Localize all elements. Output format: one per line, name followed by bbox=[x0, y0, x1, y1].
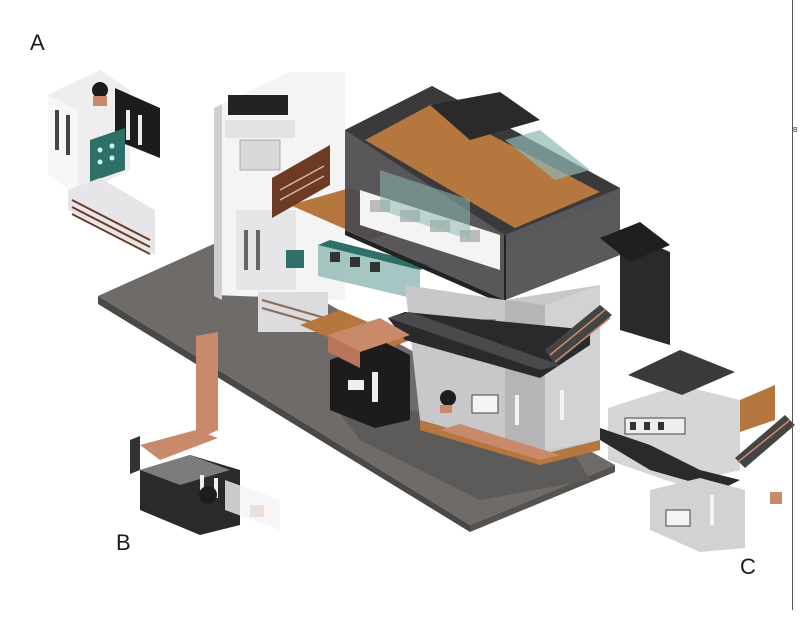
detail-label-c: C bbox=[740, 554, 756, 579]
staircase bbox=[545, 305, 612, 365]
detail-label-a: A bbox=[30, 30, 45, 55]
detail-b bbox=[130, 332, 280, 535]
detail-a bbox=[48, 70, 160, 255]
detail-label-b: B bbox=[116, 530, 131, 555]
page-edge-divider bbox=[792, 0, 793, 610]
edge-label: B bbox=[793, 127, 798, 134]
main-building bbox=[214, 72, 670, 465]
detail-c bbox=[600, 350, 795, 552]
